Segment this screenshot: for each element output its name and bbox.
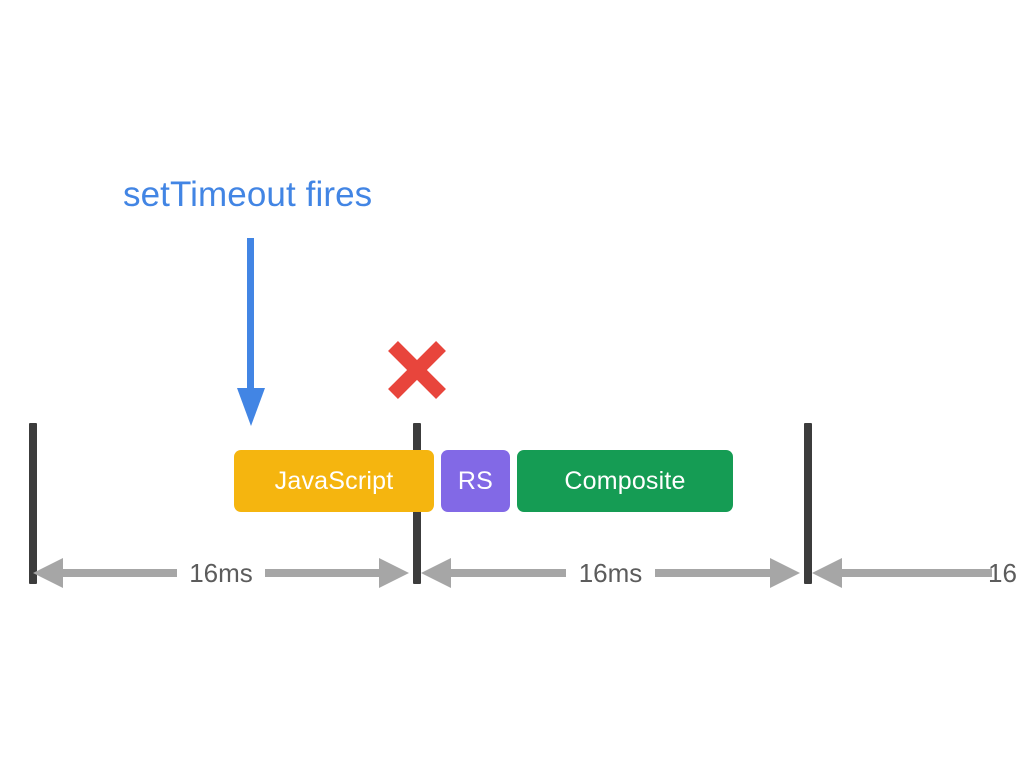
task-bar-label: JavaScript — [274, 466, 394, 495]
frame-measure-arrow-1 — [33, 556, 409, 590]
dropped-frame-x-icon — [385, 338, 449, 402]
frame-duration-label-3: 16 — [988, 557, 1017, 588]
task-bar-rs[interactable]: RS — [441, 450, 510, 512]
settimeout-annotation-label: setTimeout fires — [123, 175, 373, 214]
task-bar-javascript[interactable]: JavaScript — [234, 450, 434, 512]
task-bar-label: Composite — [564, 466, 686, 495]
task-bar-label: RS — [457, 466, 494, 495]
frame-measure-arrow-3 — [812, 556, 1024, 590]
frame-duration-label-2: 16ms — [578, 557, 643, 588]
frame-boundary-tick-3 — [804, 423, 812, 584]
frame-measure-arrow-2 — [421, 556, 800, 590]
task-bar-composite[interactable]: Composite — [517, 450, 733, 512]
frame-duration-label-1: 16ms — [189, 557, 253, 588]
down-arrow-icon — [234, 238, 268, 428]
frame-boundary-tick-1 — [29, 423, 37, 584]
